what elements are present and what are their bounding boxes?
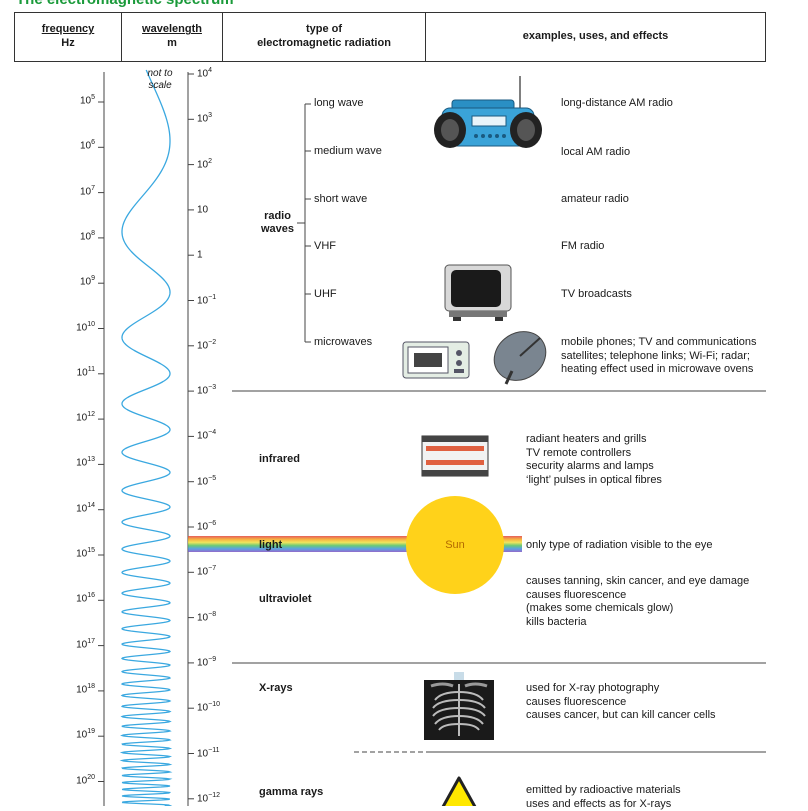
band-short-wave: short wave: [314, 193, 367, 205]
wave-curve: [122, 70, 170, 806]
wavelength-tick-label: 10−3: [197, 384, 216, 396]
radio-waves-label: radio waves: [261, 210, 294, 236]
radio-bracket-ticks: [305, 104, 311, 342]
scale-note-line2: scale: [138, 80, 182, 92]
infrared-use-line: ‘light’ pulses in optical fibres: [526, 474, 662, 488]
infrared-use-line: radiant heaters and grills: [526, 433, 662, 447]
ultraviolet-use-line: (makes some chemicals glow): [526, 602, 749, 616]
infrared-use-line: security alarms and lamps: [526, 460, 662, 474]
wavelength-tick-label: 10−10: [197, 701, 220, 713]
microwave-oven-icon: [402, 341, 472, 381]
wavelength-tick-marks: [188, 74, 194, 799]
ultraviolet-use-line: kills bacteria: [526, 616, 749, 630]
microwave-use-line: mobile phones; TV and communications: [561, 336, 756, 350]
heater-icon: [420, 434, 492, 478]
wavelength-tick-label: 10−6: [197, 520, 216, 532]
wavelength-tick-label: 10−8: [197, 611, 216, 623]
gamma-use-line: uses and effects as for X-rays: [526, 798, 681, 811]
frequency-tick-label: 106: [35, 139, 95, 151]
xray-chest-icon: [423, 670, 495, 742]
frequency-tick-label: 1012: [35, 411, 95, 423]
use-tv-broadcasts: TV broadcasts: [561, 288, 632, 300]
scale-note-line1: not to: [138, 68, 182, 80]
wavelength-tick-label: 10−1: [197, 294, 216, 306]
frequency-tick-label: 1017: [35, 638, 95, 650]
wavelength-tick-label: 10−9: [197, 656, 216, 668]
radio-icon: [430, 74, 550, 154]
radio-label-line1: radio: [261, 210, 294, 223]
frequency-tick-label: 1011: [35, 366, 95, 378]
radio-label-line2: waves: [261, 223, 294, 236]
sun-icon: Sun: [406, 496, 504, 594]
gamma-uses: emitted by radioactive materials uses an…: [526, 784, 681, 811]
light-label: light: [259, 539, 282, 551]
use-fm-radio: FM radio: [561, 240, 604, 252]
satellite-dish-icon: [490, 326, 550, 388]
xray-use-line: causes cancer, but can kill cancer cells: [526, 709, 716, 723]
frequency-tick-label: 108: [35, 230, 95, 242]
frequency-tick-label: 1016: [35, 592, 95, 604]
xray-uses: used for X-ray photography causes fluore…: [526, 682, 716, 723]
frequency-tick-label: 107: [35, 185, 95, 197]
ultraviolet-use-line: causes fluorescence: [526, 589, 749, 603]
infrared-use-line: TV remote controllers: [526, 447, 662, 461]
wavelength-tick-label: 10−11: [197, 747, 219, 759]
wavelength-tick-label: 10−7: [197, 565, 216, 577]
microwave-use-line: heating effect used in microwave ovens: [561, 363, 756, 377]
xrays-label: X-rays: [259, 682, 293, 694]
band-long-wave: long wave: [314, 97, 364, 109]
gamma-rays-label: gamma rays: [259, 786, 323, 798]
ultraviolet-uses: causes tanning, skin cancer, and eye dam…: [526, 575, 749, 629]
wavelength-tick-label: 103: [197, 112, 212, 124]
microwave-use-line: satellites; telephone links; Wi-Fi; rada…: [561, 350, 756, 364]
frequency-tick-label: 109: [35, 275, 95, 287]
frequency-tick-label: 1018: [35, 683, 95, 695]
use-local-am: local AM radio: [561, 146, 630, 158]
use-amateur-radio: amateur radio: [561, 193, 629, 205]
band-vhf: VHF: [314, 240, 336, 252]
wavelength-tick-label: 102: [197, 158, 212, 170]
frequency-tick-label: 1020: [35, 774, 95, 786]
wavelength-tick-label: 10−2: [197, 339, 216, 351]
frequency-tick-label: 1013: [35, 456, 95, 468]
wavelength-tick-label: 10−12: [197, 792, 220, 804]
xray-use-line: used for X-ray photography: [526, 682, 716, 696]
band-uhf: UHF: [314, 288, 337, 300]
ultraviolet-label: ultraviolet: [259, 593, 312, 605]
wavelength-tick-label: 10−4: [197, 429, 216, 441]
wavelength-tick-label: 1: [197, 248, 203, 260]
wavelength-tick-label: 10: [197, 203, 208, 215]
light-uses: only type of radiation visible to the ey…: [526, 539, 713, 551]
band-medium-wave: medium wave: [314, 145, 382, 157]
tv-icon: [443, 263, 515, 323]
frequency-tick-label: 1015: [35, 547, 95, 559]
wavelength-tick-label: 10−5: [197, 475, 216, 487]
band-microwaves: microwaves: [314, 336, 372, 348]
frequency-tick-label: 105: [35, 94, 95, 106]
xray-use-line: causes fluorescence: [526, 696, 716, 710]
scale-note: not to scale: [138, 68, 182, 92]
wavelength-tick-label: 104: [197, 67, 212, 79]
ultraviolet-use-line: causes tanning, skin cancer, and eye dam…: [526, 575, 749, 589]
frequency-tick-label: 1010: [35, 321, 95, 333]
sun-label: Sun: [445, 539, 465, 551]
frequency-tick-label: 1014: [35, 502, 95, 514]
microwave-uses: mobile phones; TV and communications sat…: [561, 336, 756, 377]
gamma-use-line: emitted by radioactive materials: [526, 784, 681, 798]
infrared-label: infrared: [259, 453, 300, 465]
frequency-tick-marks: [98, 102, 104, 782]
infrared-uses: radiant heaters and grills TV remote con…: [526, 433, 662, 487]
frequency-tick-label: 1019: [35, 728, 95, 740]
use-long-distance-am: long-distance AM radio: [561, 97, 673, 109]
radiation-warning-icon: [437, 776, 481, 806]
